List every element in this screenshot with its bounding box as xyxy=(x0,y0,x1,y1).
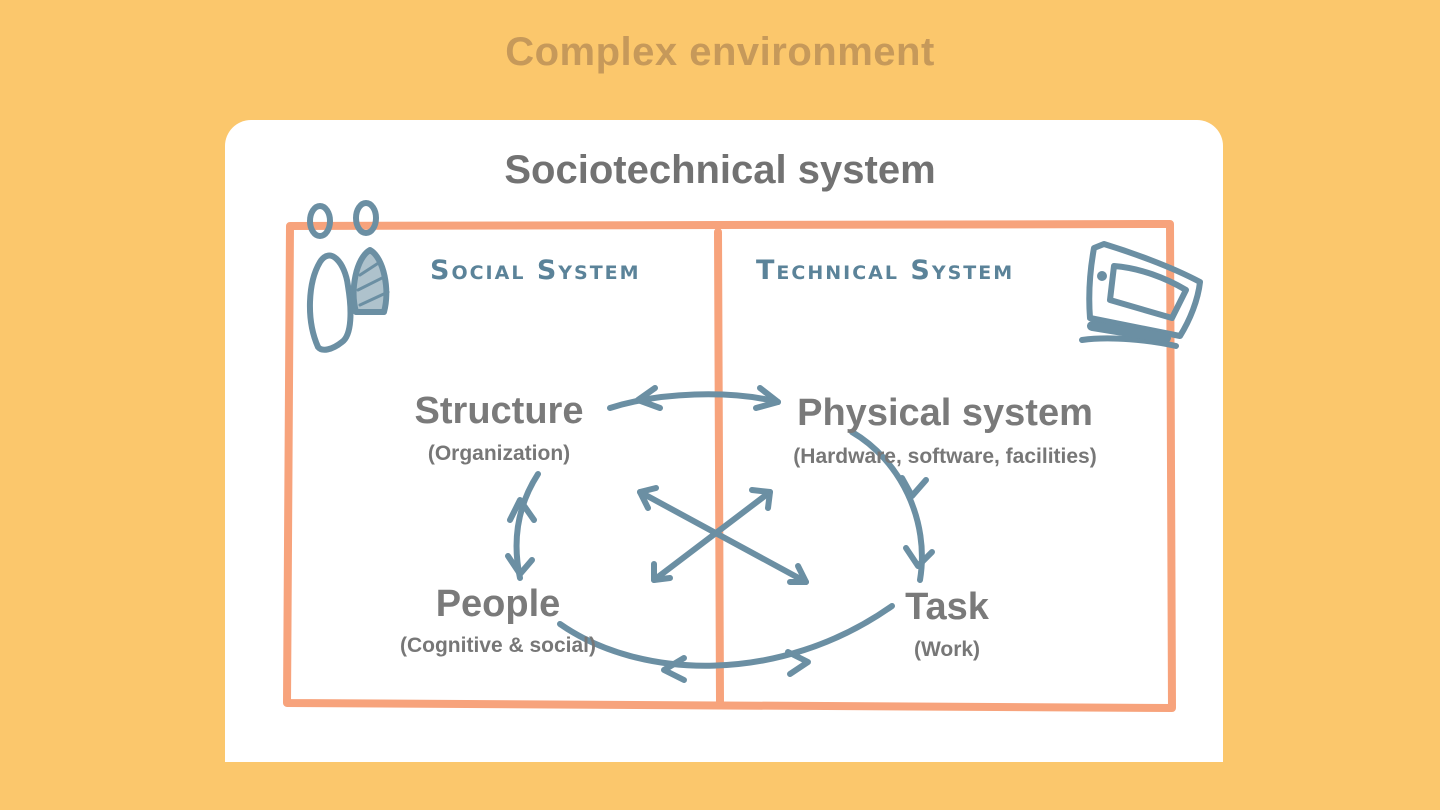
node-people-sub: (Cognitive & social) xyxy=(399,634,597,657)
arrow-cross-1 xyxy=(637,489,809,585)
node-people-label: People xyxy=(435,583,561,625)
system-frame xyxy=(283,220,1176,712)
arrow-cross-2 xyxy=(651,489,773,583)
node-task-sub: (Work) xyxy=(913,638,981,661)
arrow-people-task xyxy=(557,603,895,669)
laptop-icon xyxy=(1079,241,1203,349)
node-physical-label: Physical system xyxy=(797,392,1093,434)
panel-title: Sociotechnical system xyxy=(504,148,936,192)
node-structure-sub: (Organization) xyxy=(427,442,571,465)
section-label-social: Social System xyxy=(430,255,641,286)
section-label-technical: Technical System xyxy=(756,255,1015,286)
node-structure-label: Structure xyxy=(414,390,584,432)
node-physical-sub: (Hardware, software, facilities) xyxy=(793,445,1097,468)
relationship-arrows xyxy=(505,385,935,683)
arrow-structure-physical xyxy=(607,391,781,411)
node-task-label: Task xyxy=(905,586,989,628)
page-title: Complex environment xyxy=(505,30,935,74)
people-icon xyxy=(307,200,390,353)
